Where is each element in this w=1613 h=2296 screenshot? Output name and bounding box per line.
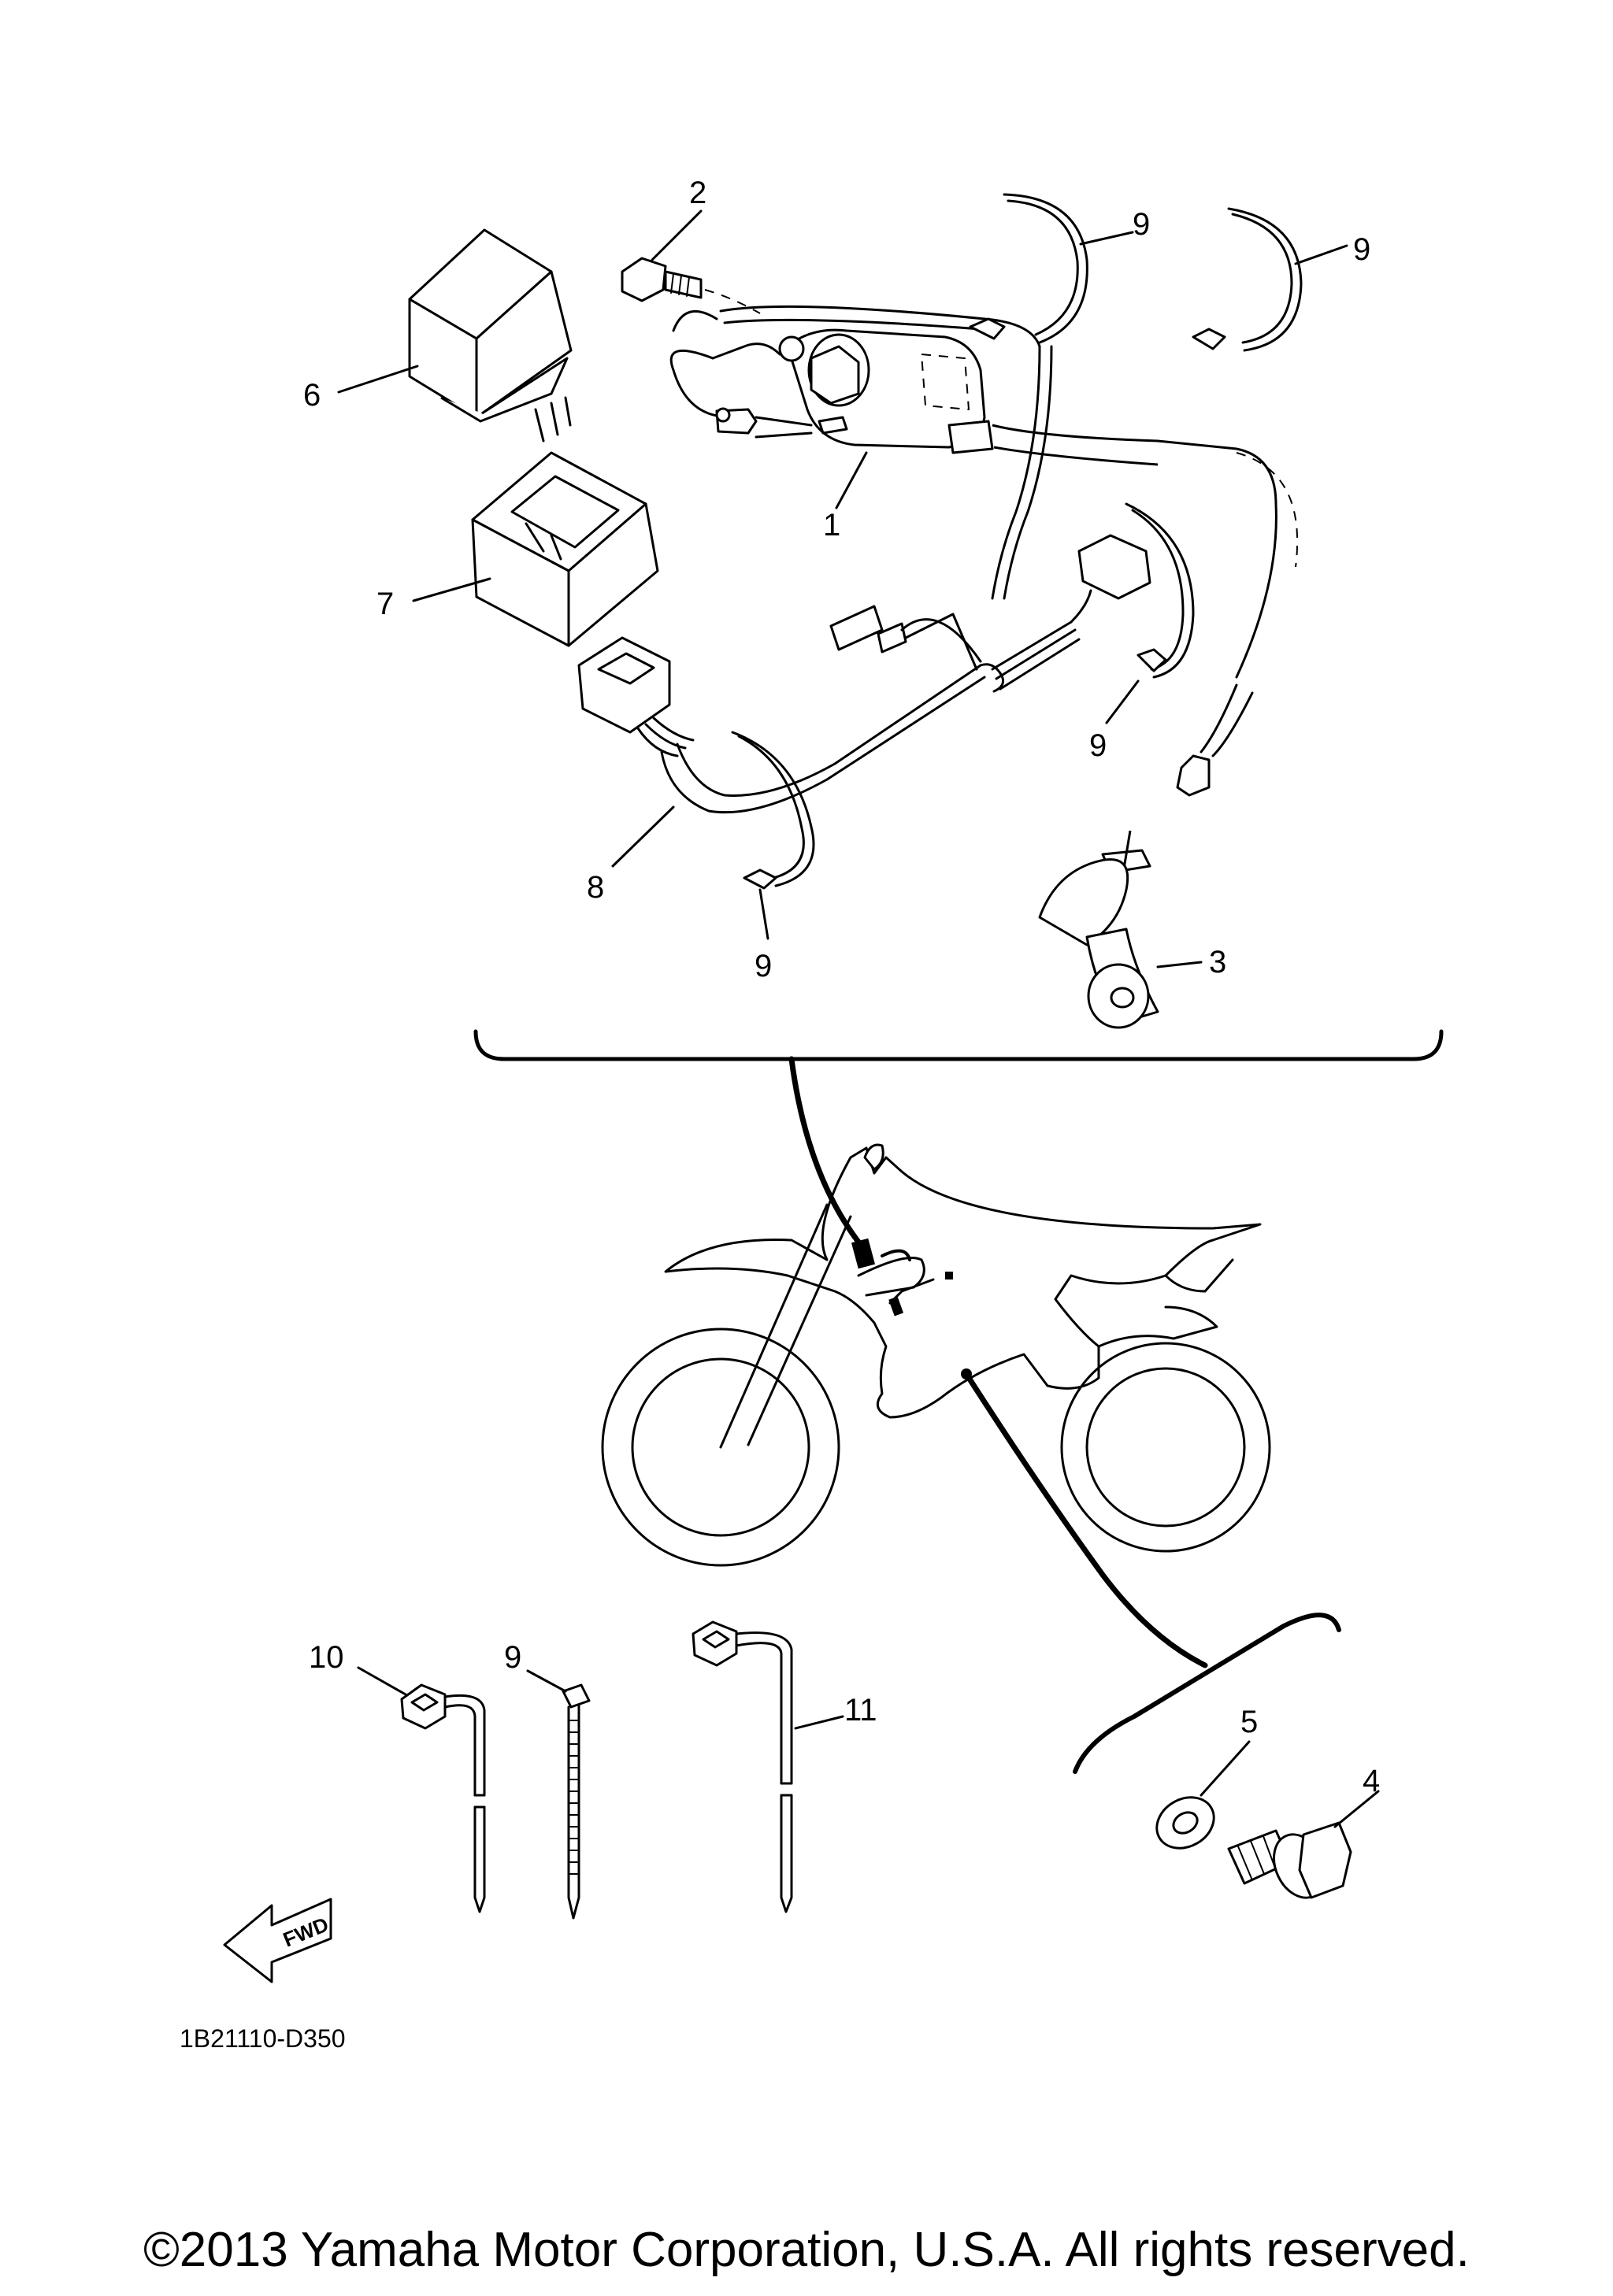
callout-7: 7 — [376, 587, 394, 621]
callout-4: 4 — [1363, 1764, 1380, 1798]
flange-bolt-part — [1227, 1821, 1352, 1899]
callout-5: 5 — [1240, 1705, 1258, 1739]
callout-9b: 9 — [1353, 232, 1370, 267]
callout-9d: 9 — [755, 949, 772, 983]
cable-tie-mid-right — [1125, 502, 1195, 679]
wire-lead-10-part — [400, 1683, 486, 1913]
callout-1: 1 — [823, 508, 840, 543]
diagram-code: 1B21110-D350 — [180, 2024, 346, 2053]
spark-plug-cap-part — [1038, 439, 1299, 1029]
leader-to-bolt-group — [963, 1371, 1208, 1668]
cable-tie-upper-left — [969, 193, 1088, 344]
callout-8: 8 — [587, 870, 604, 905]
callout-9e: 9 — [504, 1640, 521, 1675]
callout-3: 3 — [1209, 945, 1226, 980]
copyright-notice: ©2013 Yamaha Motor Corporation, U.S.A. A… — [143, 2223, 1470, 2277]
cdi-unit-part — [408, 228, 573, 443]
leader-to-bike — [788, 1056, 870, 1255]
cdi-cover-part — [471, 451, 659, 647]
callout-10: 10 — [309, 1640, 344, 1675]
bolt-part — [621, 257, 703, 302]
coil-wire — [669, 305, 1053, 600]
fwd-arrow-icon: FWD — [223, 1898, 332, 1983]
washer-part — [1155, 1796, 1215, 1850]
cable-tie-lower-left — [731, 731, 815, 890]
callout-2: 2 — [689, 176, 706, 210]
callout-9c: 9 — [1089, 728, 1107, 763]
bolt-group-bubble — [1073, 1613, 1341, 1774]
cable-tie-lower-part — [562, 1683, 591, 1920]
wire-lead-11-part — [692, 1620, 793, 1913]
wire-harness-part — [577, 534, 1151, 814]
assembly-bracket — [473, 1029, 1444, 1061]
motorcycle-silhouette — [601, 1143, 1271, 1567]
cable-tie-upper-right — [1192, 207, 1303, 352]
callout-9a: 9 — [1133, 207, 1150, 242]
callout-6: 6 — [303, 378, 321, 413]
ignition-coil-part — [711, 328, 1159, 466]
callout-11: 11 — [844, 1693, 877, 1728]
